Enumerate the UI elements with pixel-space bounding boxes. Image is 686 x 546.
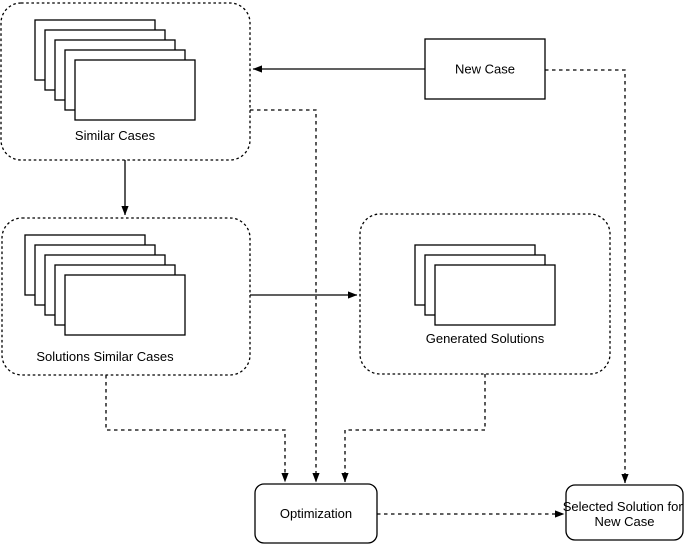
solutions-card-stack: [24, 234, 186, 336]
solutions-similar-cases-label: Solutions Similar Cases: [36, 349, 174, 364]
edge-generated-to-optimization: [341, 374, 486, 483]
similar-cases-group: Similar Cases: [0, 2, 251, 161]
generated-card-stack: [414, 244, 556, 326]
optimization-node: Optimization: [254, 483, 378, 544]
edge-new-case-to-selected-solution: [545, 69, 629, 484]
selected-solution-label: Selected Solution for New Case: [563, 499, 686, 529]
stack-card: [64, 274, 186, 336]
new-case-node: New Case: [424, 38, 546, 100]
similar-cases-card-stack: [34, 19, 196, 121]
edge-solutions-to-optimization: [105, 375, 289, 483]
stack-card: [434, 264, 556, 326]
generated-solutions-label: Generated Solutions: [426, 331, 545, 346]
stack-card: [74, 59, 196, 121]
selected-solution-node: Selected Solution for New Case: [563, 484, 686, 541]
generated-solutions-group: Generated Solutions: [359, 213, 611, 375]
edges: [105, 65, 629, 518]
new-case-box: [424, 38, 546, 100]
similar-cases-label: Similar Cases: [75, 128, 156, 143]
new-case-label: New Case: [455, 62, 515, 77]
edge-similar-cases-to-optimization: [250, 109, 320, 483]
optimization-label: Optimization: [280, 506, 352, 521]
selected-solution-box: [565, 484, 684, 541]
solutions-similar-cases-group: Solutions Similar Cases: [1, 217, 251, 376]
